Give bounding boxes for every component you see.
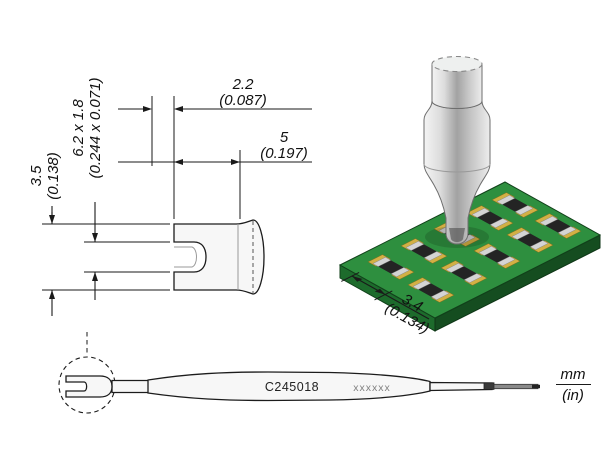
dim-slot-width-mm: 2.2 bbox=[232, 76, 255, 93]
smd-component bbox=[440, 260, 488, 286]
arrowhead bbox=[49, 290, 55, 299]
tip-cut-ellipse bbox=[431, 55, 483, 73]
tip-cup-inner-line bbox=[174, 246, 197, 268]
smd-component bbox=[367, 254, 415, 280]
arrowhead bbox=[92, 272, 98, 281]
cartridge-tip bbox=[65, 375, 113, 398]
smd-component bbox=[400, 238, 448, 264]
cartridge-shaft bbox=[111, 379, 150, 394]
unit-mm: mm bbox=[561, 366, 586, 383]
arrowhead bbox=[374, 288, 386, 295]
cartridge-side-view: C245018 xxxxxx bbox=[58, 332, 540, 414]
tip-seam-arc bbox=[423, 163, 491, 173]
cartridge-contact-pin bbox=[493, 383, 539, 390]
pcb-assembly-view: 3.4 (0.134) bbox=[338, 55, 602, 337]
tip-upper-cylinder bbox=[431, 63, 483, 109]
dim-cross-section-in: (0.244 x 0.071) bbox=[87, 78, 104, 179]
front-view-dimensions: 2.2 (0.087) 5 (0.197) 3.5 (0.138) 6.2 x … bbox=[28, 76, 312, 316]
smd-component bbox=[506, 227, 554, 253]
arrowhead bbox=[49, 215, 55, 224]
tip-front-view bbox=[173, 219, 265, 295]
dim-cross-section-mm: 6.2 x 1.8 bbox=[70, 99, 87, 157]
extension-line bbox=[341, 271, 360, 282]
dim-tip-width-in: (0.197) bbox=[260, 145, 308, 162]
tip-working-end bbox=[449, 228, 465, 242]
cartridge-contact-band bbox=[483, 382, 495, 390]
dim-tip-width-mm: 5 bbox=[280, 129, 289, 146]
arrowhead bbox=[174, 106, 183, 112]
dim-cup-height-in: (0.138) bbox=[45, 152, 62, 200]
smd-component bbox=[491, 192, 539, 218]
serial-label: xxxxxx bbox=[353, 382, 391, 394]
dim-slot-width-in: (0.087) bbox=[219, 92, 267, 109]
arrowhead bbox=[174, 159, 183, 165]
extension-line bbox=[374, 290, 393, 301]
cartridge-pin-end bbox=[532, 384, 540, 389]
part-number-label: C245018 bbox=[265, 380, 319, 394]
arrowhead bbox=[231, 159, 240, 165]
unit-in: (in) bbox=[562, 387, 584, 404]
dimension-line bbox=[351, 275, 430, 320]
smd-component bbox=[534, 213, 582, 239]
units-label: mm (in) bbox=[556, 366, 591, 404]
soldering-tip-3d bbox=[423, 55, 491, 245]
arrowhead bbox=[92, 233, 98, 242]
dim-cup-height-mm: 3.5 bbox=[28, 165, 45, 187]
smd-component bbox=[473, 243, 521, 269]
smd-component bbox=[407, 277, 455, 303]
arrowhead bbox=[352, 276, 363, 282]
smd-component bbox=[466, 205, 514, 231]
cartridge-rear-rod bbox=[429, 381, 493, 392]
arrowhead bbox=[143, 106, 152, 112]
tip-front-outline bbox=[173, 219, 265, 295]
